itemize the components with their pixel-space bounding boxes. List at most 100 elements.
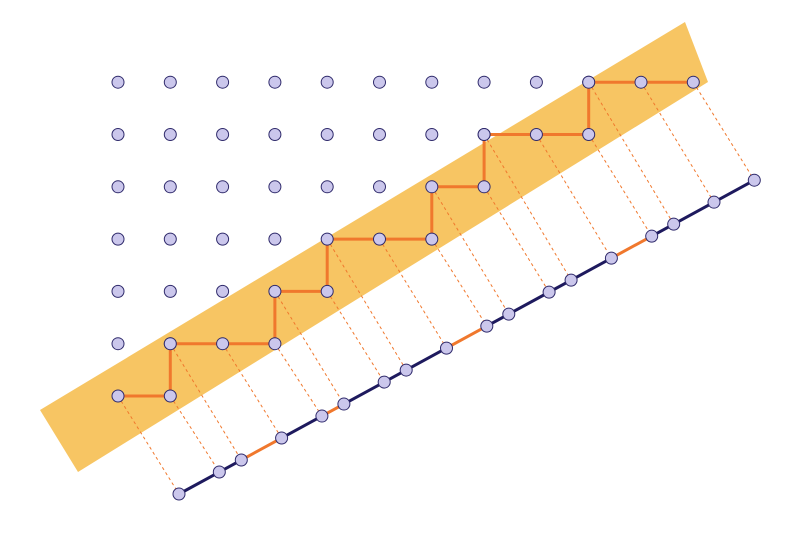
staircase-point <box>425 232 439 246</box>
lattice-point <box>268 75 282 89</box>
lattice-point <box>268 128 282 141</box>
lattice-point <box>111 232 125 246</box>
lattice-point <box>111 180 125 194</box>
lattice-point <box>477 75 491 89</box>
axis-segment-long <box>280 414 324 440</box>
lattice-point <box>163 232 177 246</box>
projected-points-layer <box>172 173 761 501</box>
staircase-point <box>163 337 177 351</box>
axis-segment-long <box>404 346 448 372</box>
projection-line <box>274 343 323 417</box>
axis-segment-long <box>712 178 756 204</box>
lattice-point <box>216 128 230 141</box>
projected-point <box>234 453 248 467</box>
acceptance-band-layer <box>40 22 708 472</box>
lattice-point <box>268 180 282 194</box>
staircase-point <box>425 180 439 194</box>
staircase-point <box>477 128 491 141</box>
staircase-point <box>216 337 230 351</box>
acceptance-band <box>40 22 708 472</box>
axis-segment-short <box>239 436 284 462</box>
axis-segment-long <box>569 256 613 282</box>
projected-point <box>604 251 618 265</box>
staircase-point <box>582 128 596 141</box>
staircase-path <box>118 80 694 398</box>
staircase-point <box>686 75 700 89</box>
staircase-point <box>320 284 334 298</box>
projection-line <box>483 186 550 293</box>
projected-point <box>667 217 681 231</box>
lattice-point <box>320 180 334 194</box>
projection-line <box>431 238 488 327</box>
projection-line <box>222 343 283 439</box>
lattice-point <box>425 75 439 89</box>
staircase-point <box>268 284 282 298</box>
projection-line <box>326 238 407 371</box>
projected-point <box>542 285 556 299</box>
lattice-point <box>216 180 230 194</box>
lattice-point <box>163 180 177 194</box>
lattice-point <box>163 75 177 89</box>
lattice-point <box>529 75 543 89</box>
projected-point <box>645 229 659 243</box>
projected-point <box>747 173 761 187</box>
lattice-point <box>111 284 125 298</box>
axis-segment-short <box>444 324 489 350</box>
lattice-point <box>373 128 386 141</box>
staircase-point <box>477 180 491 194</box>
lattice-point <box>425 128 439 141</box>
projection-line <box>431 186 510 315</box>
lattice-points-layer <box>111 75 596 351</box>
projected-point <box>564 273 578 287</box>
projection-line <box>326 291 385 383</box>
projection-lines-layer <box>117 81 755 495</box>
lattice-point <box>111 75 125 89</box>
staircase-point <box>634 75 648 89</box>
projected-point <box>172 487 186 501</box>
axis-segment-long <box>342 380 386 406</box>
lattice-point <box>373 75 386 89</box>
projected-point <box>707 195 721 209</box>
staircase-point <box>582 75 596 89</box>
axis-segment-long <box>177 470 221 496</box>
staircase-points-layer <box>111 75 700 403</box>
staircase-point <box>373 232 386 246</box>
axis-segment-long <box>507 290 551 316</box>
projected-point <box>212 465 226 479</box>
lattice-point <box>320 128 334 141</box>
lattice-point <box>216 284 230 298</box>
lattice-point <box>216 232 230 246</box>
projected-point <box>377 375 391 389</box>
projected-point <box>337 397 351 411</box>
projected-point <box>502 307 516 321</box>
projection-line <box>483 134 572 281</box>
projected-point <box>399 363 413 377</box>
staircase-path-layer <box>118 80 694 398</box>
lattice-point <box>216 75 230 89</box>
lattice-point <box>111 128 125 141</box>
staircase-point <box>529 128 543 141</box>
projected-point <box>315 409 329 423</box>
lattice-point <box>163 128 177 141</box>
projected-point <box>480 319 494 333</box>
projection-line <box>274 291 345 405</box>
axis-segment-long <box>672 200 716 226</box>
projected-point <box>275 431 289 445</box>
lattice-point <box>111 337 125 351</box>
staircase-point <box>268 337 282 351</box>
staircase-point <box>163 389 177 403</box>
projection-line <box>117 395 180 495</box>
lattice-point <box>373 180 386 194</box>
lattice-point <box>268 232 282 246</box>
projection-line <box>588 134 653 237</box>
axis-segment-short <box>609 234 654 260</box>
projected-point <box>439 341 453 355</box>
staircase-point <box>320 232 334 246</box>
lattice-point <box>163 284 177 298</box>
projection-line <box>535 134 612 259</box>
projection-line <box>692 81 755 181</box>
lattice-point <box>320 75 334 89</box>
projection-line <box>169 395 220 473</box>
